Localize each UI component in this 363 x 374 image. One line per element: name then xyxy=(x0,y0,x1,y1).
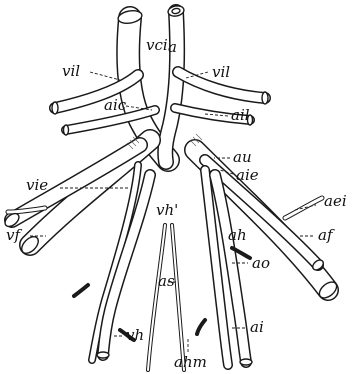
vessels xyxy=(8,12,328,370)
label-as: as xyxy=(158,272,175,290)
end-vil-left xyxy=(52,102,58,114)
label-ail: ail xyxy=(231,106,250,124)
label-vci: vci xyxy=(146,36,168,54)
label-ao: ao xyxy=(252,254,270,272)
end-ai xyxy=(240,359,252,365)
label-vie: vie xyxy=(26,176,48,194)
label-au: au xyxy=(233,148,252,166)
label-aie: aie xyxy=(236,166,259,184)
label-vh-prime: vh' xyxy=(156,201,178,219)
label-ai: ai xyxy=(250,318,264,336)
label-ah: ah xyxy=(228,226,247,244)
label-vil-left: vil xyxy=(62,62,80,80)
end-vh xyxy=(97,352,109,358)
end-aic xyxy=(64,125,69,135)
label-ahm: ahm xyxy=(174,353,207,371)
label-af: af xyxy=(318,226,335,244)
label-a: a xyxy=(168,38,177,56)
label-vil-right: vil xyxy=(212,63,230,81)
label-aei: aei xyxy=(324,192,347,210)
label-aic: aic xyxy=(104,96,127,114)
label-vf: vf xyxy=(6,226,22,244)
end-vil-right xyxy=(262,92,268,104)
label-vh: vh xyxy=(126,326,144,344)
